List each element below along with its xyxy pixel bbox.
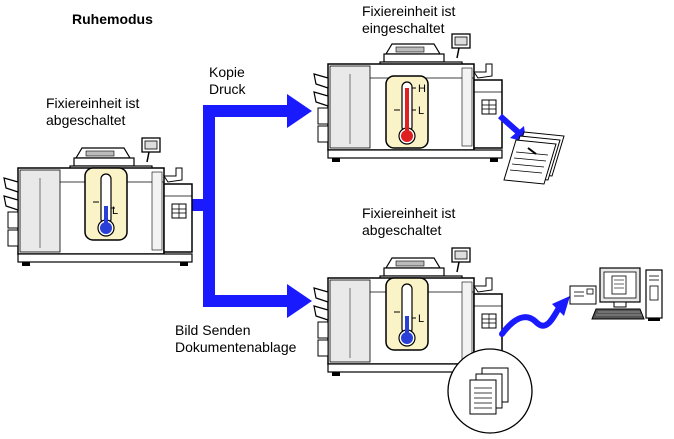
diagram-title: Ruhemodus <box>72 11 153 27</box>
send-arrow <box>499 296 570 337</box>
branch-arrows <box>183 94 312 318</box>
thermo-bottom-mark: L <box>418 313 424 325</box>
document-storage-icon <box>447 348 533 434</box>
thermometer-left <box>84 167 128 241</box>
label-image-send: Bild Senden <box>175 322 251 338</box>
arrow-top-shaft <box>203 105 289 117</box>
label-left-line1: Fixiereinheit ist <box>46 95 140 111</box>
label-send-filing: Bild Senden Dokumentenablage <box>175 322 296 356</box>
label-document-filing: Dokumentenablage <box>175 339 297 355</box>
label-left-printer: Fixiereinheit ist abgeschaltet <box>46 95 139 129</box>
thermo-left-mark: L <box>112 205 118 217</box>
label-bottom-printer: Fixiereinheit ist abgeschaltet <box>362 205 455 239</box>
thermometer-bottom <box>385 277 429 351</box>
label-top-printer: Fixiereinheit ist eingeschaltet <box>362 3 455 37</box>
computer-icon <box>591 267 663 321</box>
label-copy: Kopie <box>209 64 245 80</box>
arrow-bottom-head <box>287 284 312 318</box>
label-top-line1: Fixiereinheit ist <box>362 3 456 19</box>
arrow-trunk <box>203 105 215 307</box>
label-top-line2: eingeschaltet <box>362 20 445 36</box>
arrow-bottom-shaft <box>203 295 289 307</box>
thermometer-top <box>385 75 429 149</box>
printed-sheets <box>503 131 565 185</box>
arrow-top-head <box>287 94 312 128</box>
thermo-top-mark-high: H <box>418 83 426 95</box>
label-left-line2: abgeschaltet <box>46 112 126 128</box>
label-print: Druck <box>209 81 246 97</box>
label-copy-print: Kopie Druck <box>209 64 246 98</box>
label-bottom-line1: Fixiereinheit ist <box>362 205 456 221</box>
envelope-icon <box>569 285 597 305</box>
thermo-top-mark-low: L <box>418 105 424 117</box>
label-bottom-line2: abgeschaltet <box>362 222 442 238</box>
